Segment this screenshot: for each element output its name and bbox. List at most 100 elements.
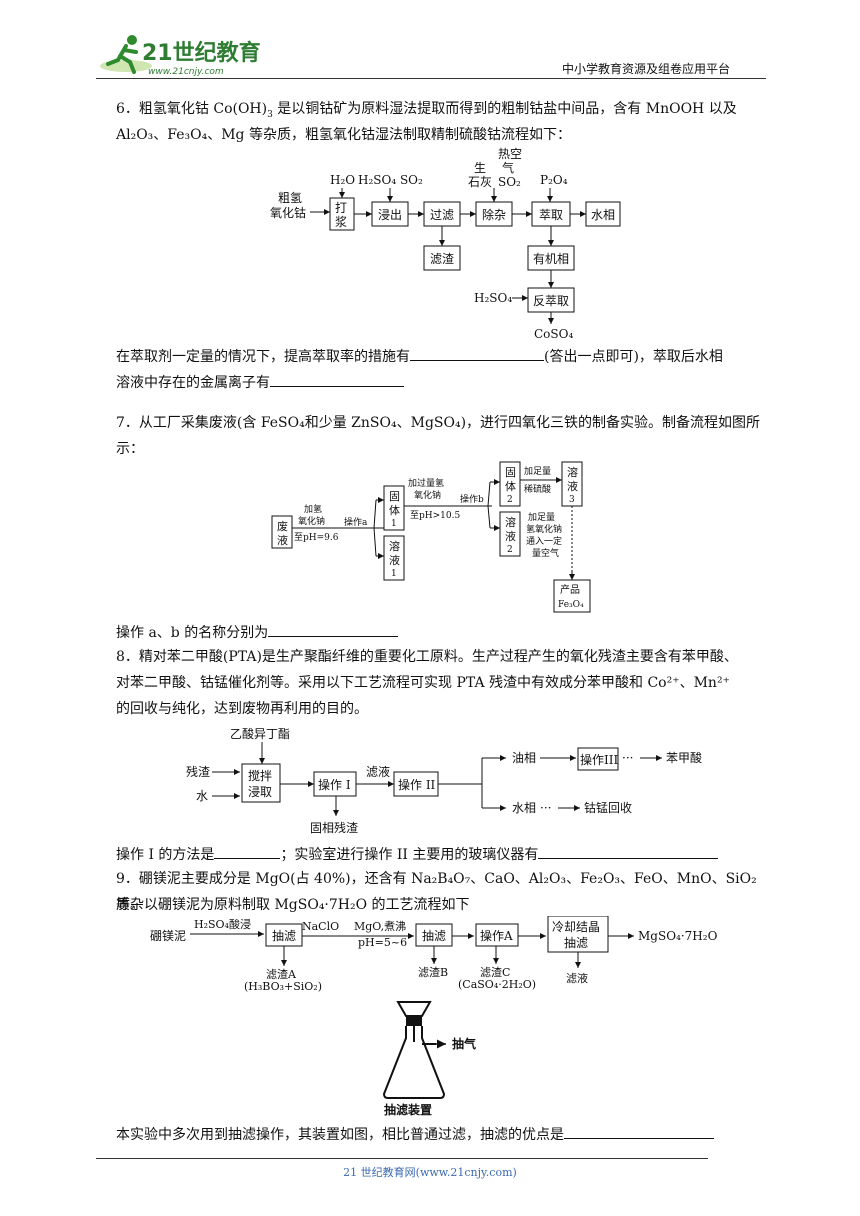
q9-line2: 质。以硼镁泥为原料制取 MgSO₄·7H₂O 的工艺流程如下 (116, 897, 470, 913)
runner-logo-icon: 21世纪教育 www.21cnjy.com (100, 35, 261, 77)
q8-line2: 对苯二甲酸、钴锰催化剂等。采用以下工艺流程可实现 PTA 残渣中有效成分苯甲酸和… (116, 675, 730, 691)
svg-text:加过量氢: 加过量氢 (408, 477, 444, 489)
svg-text:H₂SO₄ SO₂: H₂SO₄ SO₂ (358, 173, 423, 187)
svg-text:水: 水 (196, 789, 208, 803)
svg-text:产品: 产品 (560, 583, 580, 596)
suction-filtration-apparatus: 抽气 抽滤装置 (382, 1001, 476, 1117)
svg-text:搅拌: 搅拌 (248, 768, 272, 783)
svg-text:体: 体 (389, 503, 400, 517)
svg-text:至pH>10.5: 至pH>10.5 (410, 510, 460, 521)
svg-text:废: 废 (277, 519, 288, 533)
svg-text:有机相: 有机相 (533, 252, 569, 266)
svg-text:抽气: 抽气 (452, 1036, 476, 1051)
svg-text:滤液: 滤液 (566, 971, 588, 985)
q7-flow-diagram: 废 液 加氢 氧化钠 至pH=9.6 操作a 固 体 1 溶 液 1 加过量氢 … (271, 461, 591, 613)
svg-text:乙酸异丁酯: 乙酸异丁酯 (230, 726, 290, 741)
svg-text:抽滤: 抽滤 (272, 929, 296, 943)
svg-text:液: 液 (277, 533, 288, 547)
svg-text:打: 打 (335, 201, 347, 215)
svg-text:热空: 热空 (498, 147, 522, 161)
logo-text: 21世纪教育 (142, 40, 261, 66)
header-rule (96, 78, 766, 79)
svg-text:滤渣C: 滤渣C (480, 965, 510, 979)
svg-text:3: 3 (569, 495, 575, 505)
svg-text:操作 I: 操作 I (318, 777, 351, 792)
q7-question: 操作 a、b 的名称分别为 (116, 620, 772, 646)
svg-text:H₂O: H₂O (330, 173, 355, 187)
svg-text:油相: 油相 (512, 751, 536, 765)
svg-text:气: 气 (502, 160, 514, 175)
svg-text:反萃取: 反萃取 (533, 294, 569, 308)
svg-text:液: 液 (505, 529, 516, 543)
svg-text:操作a: 操作a (344, 516, 368, 528)
q6-blank-1[interactable] (410, 346, 544, 361)
svg-text:硼镁泥: 硼镁泥 (150, 929, 186, 943)
q9-flow-diagram: 硼镁泥 H₂SO₄酸浸 抽滤 滤渣A (H₃BO₃+SiO₂) NaClO Mg… (150, 916, 718, 993)
svg-text:···: ··· (622, 751, 633, 765)
svg-text:固相残渣: 固相残渣 (310, 821, 358, 835)
svg-text:操作b: 操作b (460, 493, 484, 505)
q6-intro: 6．粗氢氧化钴 Co(OH)3 是以铜钴矿为原料湿法提取而得到的粗制钴盐中间品，… (116, 101, 737, 120)
svg-text:冷却结晶: 冷却结晶 (552, 920, 600, 934)
footer-text[interactable]: 21 世纪教育网(www.21cnjy.com) (343, 1166, 517, 1179)
svg-text:pH=5~6: pH=5~6 (358, 936, 407, 949)
svg-text:过滤: 过滤 (430, 208, 454, 222)
q8-flow-diagram: 乙酸异丁酯 残渣 水 搅拌 浸取 操作 I 固相残渣 滤液 操作 II 油相 操… (186, 726, 702, 835)
svg-text:2: 2 (507, 495, 513, 505)
svg-text:至pH=9.6: 至pH=9.6 (294, 532, 339, 543)
svg-text:水相: 水相 (591, 208, 615, 222)
svg-text:固: 固 (389, 490, 400, 503)
svg-text:浸出: 浸出 (378, 208, 402, 222)
svg-text:萃取: 萃取 (539, 208, 563, 222)
q7-intro-line2: 示： (116, 441, 144, 457)
svg-text:加足量: 加足量 (524, 466, 551, 477)
svg-text:(CaSO₄·2H₂O): (CaSO₄·2H₂O) (458, 978, 536, 991)
svg-text:体: 体 (505, 479, 516, 493)
svg-text:H₂SO₄: H₂SO₄ (474, 291, 512, 305)
svg-text:滤液: 滤液 (366, 764, 390, 779)
svg-text:Fe₃O₄: Fe₃O₄ (558, 600, 584, 610)
svg-text:CoSO₄: CoSO₄ (534, 327, 573, 341)
svg-text:操作A: 操作A (480, 928, 513, 943)
svg-text:氢氧化钠: 氢氧化钠 (526, 523, 562, 535)
svg-text:MgO,煮沸: MgO,煮沸 (354, 920, 406, 933)
q6-question-line2: 溶液中存在的金属离子有 (116, 370, 772, 396)
svg-text:溶: 溶 (505, 515, 516, 529)
svg-text:操作 II: 操作 II (398, 777, 436, 792)
q8-question: 操作 I 的方法是；实验室进行操作 II 主要用的玻璃仪器有 (116, 842, 772, 868)
svg-text:浸取: 浸取 (248, 785, 272, 799)
svg-text:滤渣B: 滤渣B (418, 965, 448, 979)
svg-text:加氢: 加氢 (304, 503, 322, 515)
svg-text:抽滤: 抽滤 (422, 929, 446, 943)
q9-blank[interactable] (564, 1124, 714, 1139)
logo-url: www.21cnjy.com (148, 67, 224, 77)
svg-text:溶: 溶 (567, 465, 578, 479)
svg-text:石灰: 石灰 (468, 175, 492, 189)
svg-text:固: 固 (505, 466, 516, 479)
q6-intro-line2: Al₂O₃、Fe₃O₄、Mg 等杂质，粗氢氧化钴湿法制取精制硫酸钴流程如下： (116, 127, 571, 143)
header-logo: 21世纪教育 www.21cnjy.com (96, 30, 266, 80)
svg-text:(H₃BO₃+SiO₂): (H₃BO₃+SiO₂) (244, 980, 322, 993)
q6-question: 在萃取剂一定量的情况下，提高萃取率的措施有(答出一点即可)，萃取后水相 (116, 344, 772, 370)
svg-text:水相: 水相 (512, 801, 536, 815)
svg-text:量空气: 量空气 (532, 547, 559, 559)
q9-question: 本实验中多次用到抽滤操作，其装置如图，相比普通过滤，抽滤的优点是 (116, 1122, 772, 1148)
q6-flow-diagram: 粗氢 氧化钴 H₂O 打 浆 H₂SO₄ SO₂ 浸出 过滤 滤渣 生 石灰 热… (270, 147, 621, 341)
q6-blank-2[interactable] (270, 372, 404, 387)
svg-text:1: 1 (391, 519, 397, 529)
q7-blank[interactable] (268, 622, 399, 637)
svg-text:加足量: 加足量 (528, 512, 555, 523)
svg-text:除杂: 除杂 (482, 207, 506, 222)
svg-text:残渣: 残渣 (186, 765, 210, 779)
svg-text:2: 2 (507, 545, 513, 555)
q8-blank-2[interactable] (538, 844, 719, 859)
q8-blank-1[interactable] (214, 844, 281, 859)
svg-text:稀硫酸: 稀硫酸 (524, 483, 551, 495)
svg-text:氧化钠: 氧化钠 (298, 515, 325, 527)
svg-text:浆: 浆 (335, 214, 347, 229)
svg-text:抽滤装置: 抽滤装置 (384, 1102, 432, 1117)
svg-text:粗氢: 粗氢 (278, 190, 302, 205)
svg-text:MgSO₄·7H₂O: MgSO₄·7H₂O (638, 929, 718, 943)
footer-rule (96, 1158, 708, 1159)
svg-text:P₂O₄: P₂O₄ (540, 173, 568, 187)
